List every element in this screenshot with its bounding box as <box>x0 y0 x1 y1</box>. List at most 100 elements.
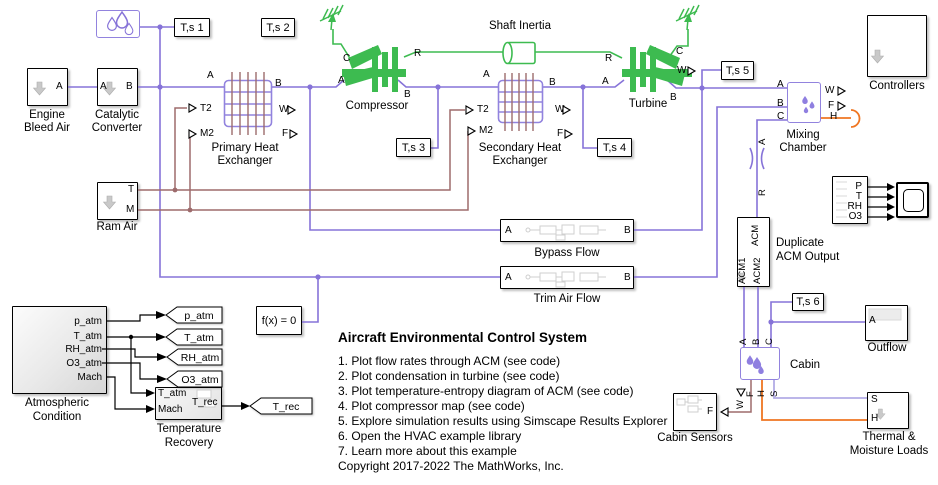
scope-block[interactable] <box>896 182 929 218</box>
secondary-port-t2: T2 <box>477 104 489 115</box>
secondary-port-f: F <box>557 128 564 139</box>
primary-port-m2: M2 <box>200 128 214 139</box>
wire-cabin-c-outflow <box>770 321 865 347</box>
outflow-caption: Outflow <box>867 342 907 354</box>
wire-turbine-mixing <box>666 79 787 89</box>
ground-icon-2 <box>675 4 700 31</box>
mixing-port-a: A <box>777 79 784 90</box>
ram-air-caption: Ram Air <box>96 221 138 233</box>
sig-p-atm <box>107 314 156 322</box>
cabin-block[interactable] <box>740 347 780 380</box>
atmos-port-p: p_atm <box>74 316 102 327</box>
shaft-inertia-icon[interactable] <box>502 41 536 65</box>
trim-port-a: A <box>505 272 512 283</box>
bus-port-rh: RH <box>847 201 862 212</box>
tag-ts4-label: T,s 4 <box>602 141 627 154</box>
secondary-port-b: B <box>549 77 556 88</box>
restriction-valve-icon[interactable] <box>749 147 765 170</box>
goto-p-atm-label: p_atm <box>184 310 213 322</box>
ram-port-m: M <box>126 204 135 215</box>
tag-ts2-label: T,s 2 <box>266 21 290 34</box>
goto-rh-atm-label: RH_atm <box>181 352 220 364</box>
tag-ts2[interactable]: T,s 2 <box>261 18 295 37</box>
note-item-2[interactable]: 2. Plot condensation in turbine (see cod… <box>338 369 560 383</box>
tag-ts5-label: T,s 5 <box>725 64 750 77</box>
tag-ts3[interactable]: T,s 3 <box>396 138 431 157</box>
trim-port-b: B <box>624 272 631 283</box>
goto-rh-atm[interactable] <box>166 348 223 366</box>
wire-primary-compressor <box>272 79 345 88</box>
mixing-port-h: H <box>830 111 838 122</box>
wire-ts5-drop <box>701 69 722 88</box>
dup-port-acm1: ACM1 <box>737 257 748 284</box>
goto-t-atm[interactable] <box>165 328 223 346</box>
primary-port-b: B <box>275 78 282 89</box>
diagram-title: Aircraft Environmental Control System <box>338 330 588 345</box>
bypass-flow-block[interactable] <box>500 219 634 242</box>
note-item-3[interactable]: 3. Plot temperature-entropy diagram of A… <box>338 384 634 398</box>
goto-t-atm-label: T_atm <box>184 332 214 344</box>
note-item-4[interactable]: 4. Plot compressor map (see code) <box>338 399 525 413</box>
goto-t-rec[interactable] <box>249 397 313 415</box>
bypass-port-b: B <box>624 225 631 236</box>
goto-p-atm[interactable] <box>165 306 223 324</box>
wire-cabin-s-thermal[interactable] <box>773 380 867 399</box>
signal-junction <box>128 334 134 340</box>
thermal-connector-icon <box>850 109 861 128</box>
compressor-port-c: C <box>343 53 351 64</box>
mixing-port-f: F <box>828 100 835 111</box>
sig-o3-atm <box>102 362 157 380</box>
catalytic-caption-1: Catalytic <box>94 109 140 121</box>
mixing-chamber-block[interactable] <box>787 82 821 123</box>
note-item-5[interactable]: 5. Explore simulation results using Sims… <box>338 414 668 428</box>
bypass-port-a: A <box>505 225 512 236</box>
outflow-port-a: A <box>869 315 876 326</box>
note-item-6[interactable]: 6. Open the HVAC example library <box>338 429 522 443</box>
tag-ts3-label: T,s 3 <box>401 141 426 154</box>
wire-compressor-secondary <box>397 79 498 88</box>
temprec-caption-1: Temperature <box>156 423 222 435</box>
compressor-port-r: R <box>414 48 422 59</box>
cabin-caption: Cabin <box>790 359 821 371</box>
primary-hx-icon[interactable] <box>223 72 273 135</box>
cabin-port-h: H <box>756 390 767 397</box>
mixing-caption-2: Chamber <box>779 142 827 154</box>
water-source-block[interactable] <box>96 10 140 38</box>
water-droplets-icon <box>106 10 815 374</box>
trim-air-flow-block[interactable] <box>500 266 634 289</box>
thermal-moisture-loads-block[interactable] <box>867 392 909 429</box>
tag-ts6[interactable]: T,s 6 <box>792 293 824 311</box>
note-item-1[interactable]: 1. Plot flow rates through ACM (see code… <box>338 354 561 368</box>
algebraic-constraint-block[interactable]: f(x) = 0 <box>256 306 302 335</box>
copyright-text: Copyright 2017-2022 The MathWorks, Inc. <box>338 459 564 473</box>
tag-ts1[interactable]: T,s 1 <box>174 18 210 37</box>
controllers-caption: Controllers <box>869 80 925 92</box>
compressor-icon[interactable] <box>342 45 406 92</box>
ground-icon <box>319 4 344 31</box>
shaft-wires[interactable] <box>332 29 689 61</box>
secondary-hx-icon[interactable] <box>497 73 544 131</box>
secondary-hx-caption-2: Exchanger <box>492 155 548 167</box>
sensors-caption: Cabin Sensors <box>657 432 733 444</box>
primary-hx-caption-2: Exchanger <box>217 155 273 167</box>
controllers-block[interactable] <box>867 15 927 77</box>
compressor-port-a: A <box>338 75 345 86</box>
tag-ts4[interactable]: T,s 4 <box>597 138 632 157</box>
coolant-junctions <box>172 187 193 213</box>
goto-t-rec-label: T_rec <box>273 401 300 413</box>
secondary-port-a: A <box>483 69 490 80</box>
goto-o3-atm[interactable] <box>166 370 223 388</box>
goto-o3-atm-label: O3_atm <box>181 374 219 386</box>
bus-port-t: T <box>855 191 862 202</box>
cabin-port-f: F <box>745 391 756 397</box>
scope-screen-icon <box>903 189 924 212</box>
wire-ts3-drop <box>431 87 439 149</box>
mixing-caption-1: Mixing <box>786 129 820 141</box>
atmospheric-condition-block[interactable] <box>12 306 107 394</box>
catalytic-port-a: A <box>100 81 107 92</box>
duplicate-acm-caption-1: Duplicate <box>776 237 824 249</box>
primary-port-t2: T2 <box>200 103 212 114</box>
atmos-caption-1: Atmospheric <box>25 397 89 409</box>
tag-ts5[interactable]: T,s 5 <box>721 61 754 80</box>
note-item-7[interactable]: 7. Learn more about this example <box>338 444 517 458</box>
